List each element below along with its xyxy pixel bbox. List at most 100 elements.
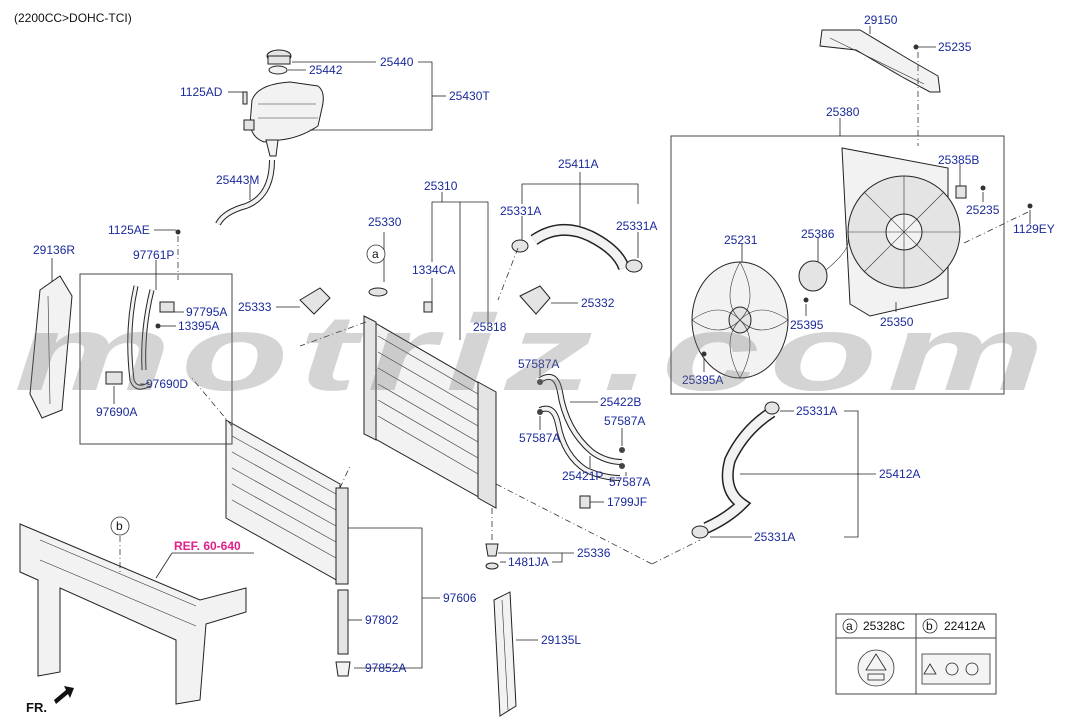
drain-plug-25336: [485, 543, 499, 557]
label-25412A: 25412A: [879, 467, 920, 481]
label-25333: 25333: [238, 300, 272, 314]
label-25310: 25310: [424, 179, 458, 193]
label-25380: 25380: [826, 105, 860, 119]
clamp-57587A-3: [619, 447, 625, 453]
label-29150: 29150: [864, 13, 898, 27]
label-25430T: 25430T: [449, 89, 490, 103]
clamp-25331A-4: [691, 525, 709, 539]
label-25385B: 25385B: [938, 153, 979, 167]
label-25331A-1: 25331A: [500, 204, 541, 218]
bolt-1125AD: [242, 91, 248, 105]
label-97690A: 97690A: [96, 405, 137, 419]
oil-cooler-hoses: [538, 374, 623, 481]
engine-header: (2200CC>DOHC-TCI): [14, 11, 132, 25]
legend-b-part: 22412A: [944, 619, 985, 633]
warning-label-icon: [857, 649, 895, 687]
fan-assembly-box: [670, 135, 1005, 395]
bolt-1125AE: [175, 229, 181, 235]
ref-label: REF. 60-640: [174, 539, 241, 553]
bracket-1799JF: [579, 495, 591, 509]
oil-cooler-pipes: [105, 285, 175, 390]
label-97802: 97802: [365, 613, 399, 627]
bolt-13395A: [155, 323, 161, 329]
label-1125AD: 1125AD: [180, 85, 223, 99]
label-97690D: 97690D: [146, 377, 188, 391]
front-end-carrier: [19, 523, 247, 705]
label-25331A-2: 25331A: [616, 219, 657, 233]
label-25350: 25350: [880, 315, 914, 329]
label-25440: 25440: [380, 55, 414, 69]
bracket-25333: [299, 287, 331, 315]
label-97795A: 97795A: [186, 305, 227, 319]
radiator: [363, 315, 497, 509]
label-25331A-3: 25331A: [796, 404, 837, 418]
clamp-25331A-2: [625, 259, 643, 273]
legend-table: a 25328C b 22412A: [835, 613, 997, 695]
fr-label: FR.: [26, 700, 47, 715]
label-25235-mid: 25235: [966, 203, 1000, 217]
bolt-1129EY: [1027, 203, 1033, 209]
label-1129EY: 1129EY: [1013, 222, 1055, 236]
label-57587A-3: 57587A: [604, 414, 645, 428]
callout-a: a: [372, 247, 379, 261]
air-guard-29136R: [29, 275, 73, 419]
clamp-57587A-2: [537, 409, 543, 415]
clip-1334CA: [423, 301, 433, 313]
label-25231: 25231: [724, 233, 758, 247]
callout-b-circle: [110, 516, 130, 536]
label-25318: 25318: [473, 320, 507, 334]
label-29136R: 29136R: [33, 243, 75, 257]
watermark: motriz.com: [14, 292, 1054, 413]
bracket-25332: [519, 285, 551, 315]
bolt-25235-mid: [980, 185, 986, 191]
reservoir-tank: [243, 49, 324, 157]
front-arrow-icon: [54, 686, 74, 704]
label-97761P: 97761P: [133, 248, 174, 262]
label-97852A: 97852A: [365, 661, 406, 675]
screw-25395: [803, 297, 809, 303]
desiccant-97802: [337, 589, 349, 655]
grommet-25385B: [955, 185, 967, 199]
label-25422B: 25422B: [600, 395, 641, 409]
fan-motor: [798, 239, 849, 292]
label-25421P: 25421P: [562, 469, 603, 483]
caution-label-icon: [921, 653, 991, 685]
upper-bracket: [819, 29, 941, 93]
upper-hose: [530, 224, 630, 271]
label-57587A-2: 57587A: [519, 431, 560, 445]
label-1799JF: 1799JF: [607, 495, 647, 509]
label-57587A-1: 57587A: [518, 357, 559, 371]
condenser: [225, 419, 349, 585]
screw-25395A: [701, 351, 707, 357]
label-25336: 25336: [577, 546, 611, 560]
fan-shroud: [841, 147, 961, 317]
label-25386: 25386: [801, 227, 835, 241]
label-25235-top: 25235: [938, 40, 972, 54]
washer-1481JA: [485, 562, 499, 570]
label-1125AE: 1125AE: [108, 223, 150, 237]
label-25443M: 25443M: [216, 173, 259, 187]
label-25395A: 25395A: [682, 373, 723, 387]
label-25331A-4: 25331A: [754, 530, 795, 544]
legend-a-letter: a: [846, 619, 853, 633]
label-25442: 25442: [309, 63, 343, 77]
clamp-57587A-1: [537, 379, 543, 385]
label-13395A: 13395A: [178, 319, 219, 333]
legend-b-letter: b: [926, 619, 933, 633]
label-25332: 25332: [581, 296, 615, 310]
label-25330: 25330: [368, 215, 402, 229]
callout-a-circle: [366, 244, 386, 264]
label-1334CA: 1334CA: [412, 263, 455, 277]
bolt-25235-top: [913, 44, 919, 50]
label-57587A-4: 57587A: [609, 475, 650, 489]
label-25395: 25395: [790, 318, 824, 332]
fan-blade: [691, 261, 789, 379]
clamp-57587A-4: [619, 463, 625, 469]
label-97606: 97606: [443, 591, 477, 605]
plug-97852A: [335, 661, 351, 677]
label-25411A: 25411A: [558, 157, 598, 171]
radiator-cap-25330: [368, 287, 388, 297]
label-29135L: 29135L: [541, 633, 581, 647]
label-1481JA: 1481JA: [508, 555, 549, 569]
